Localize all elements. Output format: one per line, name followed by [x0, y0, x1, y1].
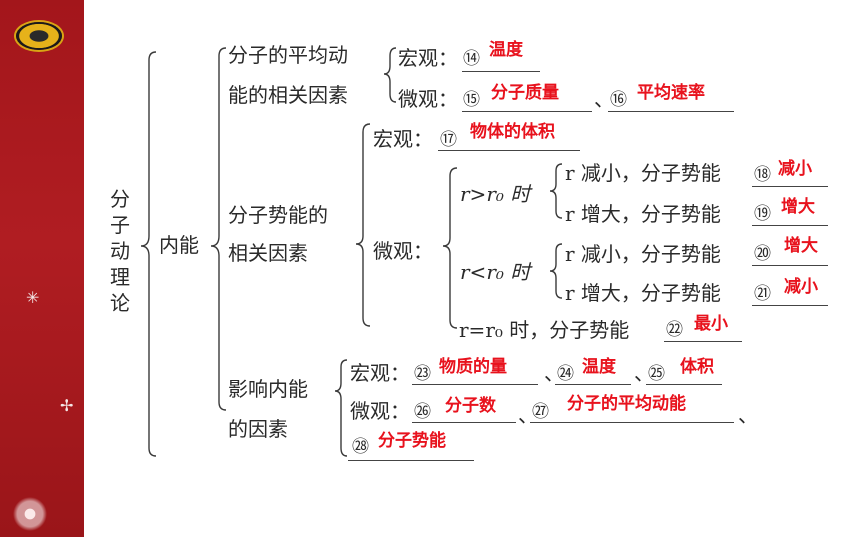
answer-text: 增大 — [784, 236, 818, 256]
answer-text: 物体的体积 — [470, 122, 555, 142]
answer-underline — [530, 422, 734, 423]
kinetic-label-line2: 能的相关因素 — [228, 83, 348, 107]
potential-macro-label: 宏观： — [373, 127, 433, 151]
answer-text: 分子质量 — [491, 83, 559, 103]
blank-number: ㉗ — [532, 402, 549, 422]
potential-row-text: r 增大，分子势能 — [565, 281, 721, 305]
blank-number: ㉘ — [352, 437, 369, 457]
root-char: 理 — [110, 265, 130, 289]
condition-gt: r>r₀ 时 — [460, 182, 531, 206]
answer-text: 减小 — [784, 277, 818, 297]
separator: 、 — [518, 403, 538, 427]
answer-underline — [752, 225, 828, 226]
blank-number: ⑱ — [754, 165, 771, 185]
kinetic-macro-label: 宏观： — [398, 46, 458, 70]
potential-row-text: r 减小，分子势能 — [565, 161, 721, 185]
logo — [16, 22, 62, 50]
blank-number: ⑯ — [610, 90, 627, 110]
blank-number: ⑰ — [440, 130, 457, 150]
blank-number: ㉕ — [648, 364, 665, 384]
answer-underline — [646, 384, 722, 385]
blank-number: ㉑ — [754, 284, 771, 304]
blank-number: ⑲ — [754, 204, 771, 224]
answer-text: 分子数 — [445, 396, 496, 416]
answer-underline — [462, 111, 592, 112]
root-char: 子 — [110, 213, 130, 237]
condition-eq: r=r₀ 时，分子势能 — [459, 318, 630, 342]
answer-text: 体积 — [680, 357, 714, 377]
root-char: 动 — [110, 239, 130, 263]
answer-text: 分子的平均动能 — [567, 394, 686, 414]
answer-text: 温度 — [489, 40, 523, 60]
answer-underline — [348, 460, 474, 461]
answer-text: 物质的量 — [439, 357, 507, 377]
answer-text: 分子势能 — [378, 431, 446, 451]
answer-text: 减小 — [778, 159, 812, 179]
answer-underline — [412, 422, 516, 423]
blank-number: ㉔ — [557, 364, 574, 384]
factors-label-line1: 影响内能 — [228, 377, 308, 401]
answer-underline — [412, 384, 538, 385]
answer-underline — [555, 384, 631, 385]
kinetic-micro-label: 微观： — [398, 87, 458, 111]
answer-text: 增大 — [781, 197, 815, 217]
separator: 、 — [738, 403, 758, 427]
answer-text: 温度 — [582, 357, 616, 377]
potential-label-line1: 分子势能的 — [228, 203, 328, 227]
separator: 、 — [634, 361, 654, 385]
factors-label-line2: 的因素 — [228, 417, 288, 441]
separator: 、 — [594, 87, 614, 111]
blank-number: ㉒ — [666, 320, 683, 340]
separator: 、 — [544, 361, 564, 385]
internal-energy-label: 内能 — [159, 233, 199, 257]
answer-underline — [752, 186, 828, 187]
blank-number: ⑮ — [463, 90, 480, 110]
root-char: 分 — [110, 187, 130, 211]
dandelion-seed-icon: ✳ — [26, 288, 40, 307]
answer-underline — [608, 111, 734, 112]
answer-underline — [438, 150, 580, 151]
kinetic-label-line1: 分子的平均动 — [228, 43, 348, 67]
blank-number: ⑳ — [754, 244, 771, 264]
answer-text: 平均速率 — [637, 83, 705, 103]
potential-row-text: r 增大，分子势能 — [565, 202, 721, 226]
condition-lt: r<r₀ 时 — [460, 260, 531, 284]
root-char: 论 — [110, 291, 130, 315]
potential-micro-label: 微观： — [373, 239, 433, 263]
blank-number: ㉓ — [414, 364, 431, 384]
factors-micro-label: 微观： — [350, 399, 410, 423]
answer-underline — [752, 305, 828, 306]
answer-text: 最小 — [694, 314, 728, 334]
answer-underline — [462, 71, 540, 72]
potential-row-text: r 减小，分子势能 — [565, 242, 721, 266]
factors-macro-label: 宏观： — [350, 361, 410, 385]
blank-number: ⑭ — [463, 49, 480, 69]
dandelion-icon — [10, 494, 50, 534]
answer-underline — [752, 265, 828, 266]
potential-label-line2: 相关因素 — [228, 241, 308, 265]
blank-number: ㉖ — [414, 402, 431, 422]
dandelion-seed-icon: ✢ — [60, 396, 74, 415]
answer-underline — [664, 341, 742, 342]
sidebar: ✳ ✢ — [0, 0, 84, 537]
